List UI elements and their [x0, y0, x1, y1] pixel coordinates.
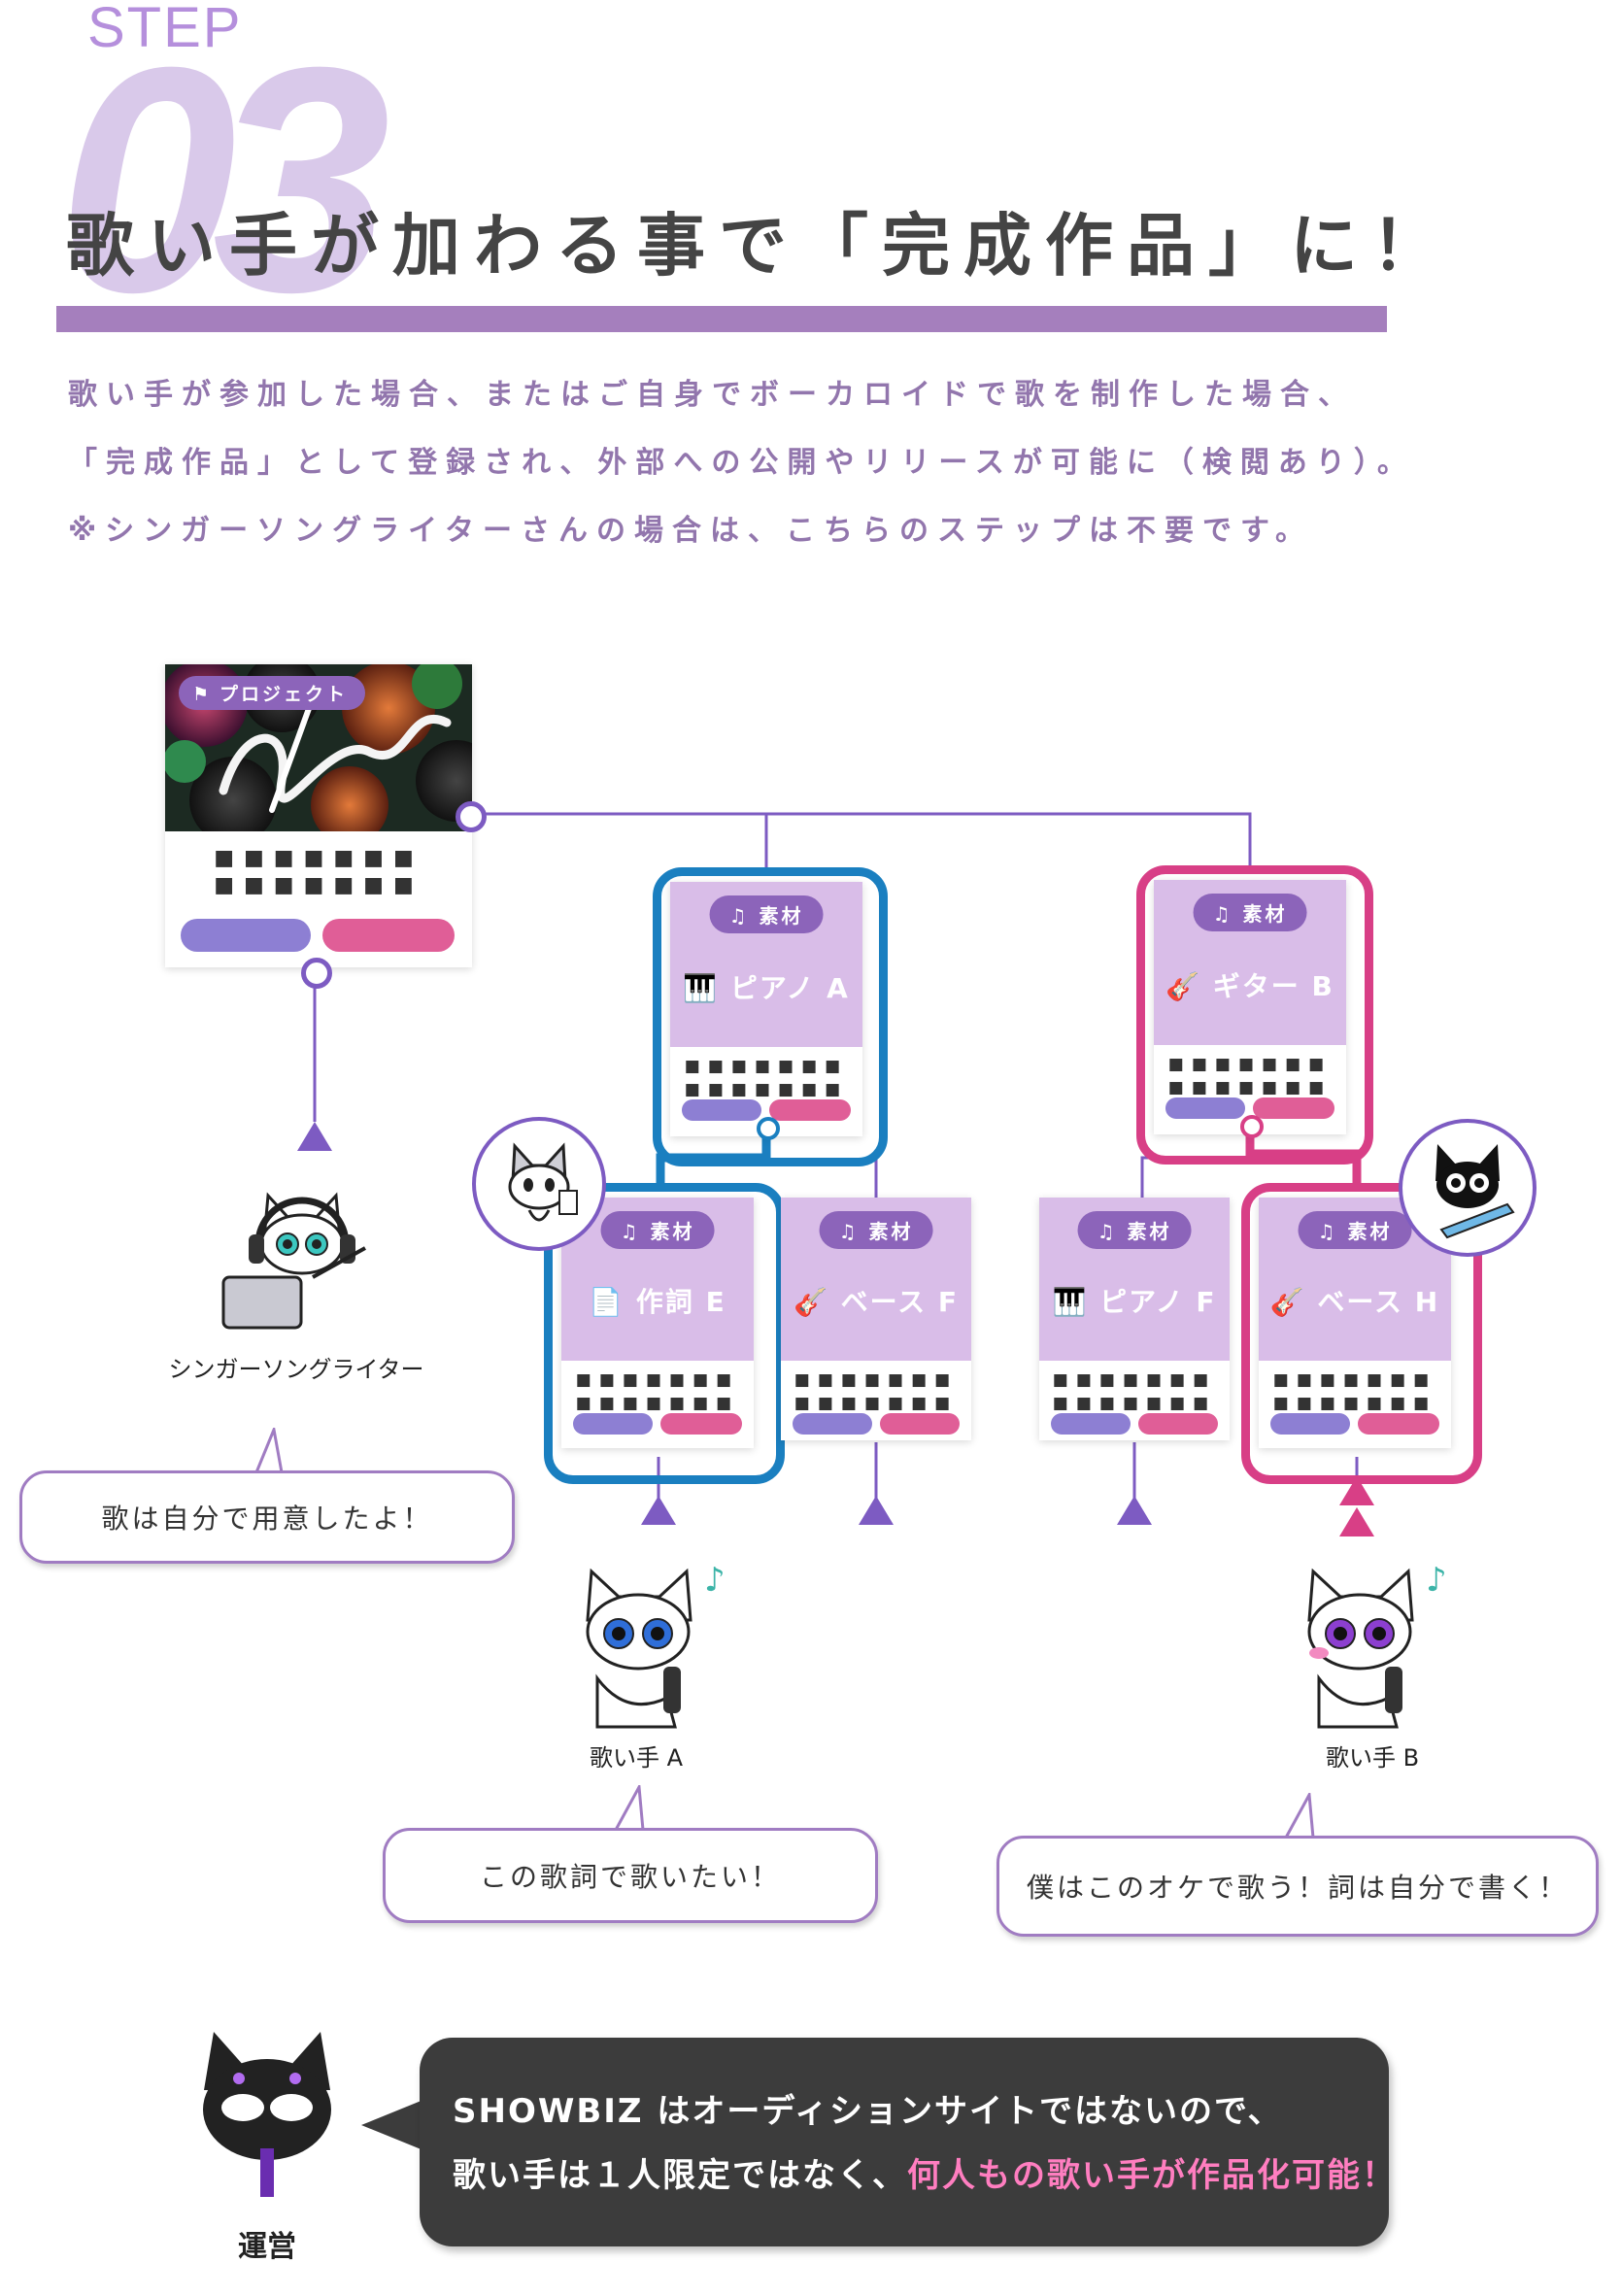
card-pill-pink — [880, 1413, 960, 1435]
card-title: 🎸 ベース H — [1269, 1286, 1440, 1318]
arrow-up-piano-f — [1117, 1496, 1152, 1525]
card-dots: ■■■■■■■ ■■■■■■■ — [1167, 1055, 1333, 1097]
guitar-icon: 🎸 — [1269, 1286, 1306, 1318]
description: 歌い手が参加した場合、またはご自身でボーカロイドで歌を制作した場合、 「完成作品… — [68, 361, 1428, 565]
guitarist-avatar — [1399, 1119, 1537, 1257]
ssw-bubble-tail — [254, 1428, 284, 1473]
card-dots: ■■■■■■■ ■■■■■■■ — [684, 1057, 849, 1099]
card-pill-pink — [769, 1099, 851, 1121]
card-dots: ■■■■■■■ ■■■■■■■ — [1272, 1370, 1437, 1413]
material-card-bass-h[interactable]: ♫ 素材 🎸 ベース H ■■■■■■■ ■■■■■■■ — [1259, 1198, 1451, 1448]
card-title: 🎸 ギター B — [1165, 970, 1334, 1002]
description-line-1: 歌い手が参加した場合、またはご自身でボーカロイドで歌を制作した場合、 — [68, 378, 1356, 412]
material-badge: ♫ 素材 — [1193, 894, 1307, 931]
card-pill-pink — [1358, 1413, 1439, 1435]
guitar-icon: 🎸 — [793, 1286, 829, 1318]
singer-b-label: 歌い手 B — [1325, 1744, 1420, 1772]
operator-speech-bubble: SHOWBIZ はオーディションサイトではないので、 歌い手は１人限定ではなく、… — [420, 2038, 1395, 2246]
material-badge: ♫ 素材 — [1077, 1211, 1192, 1249]
guitar-b-connector — [1240, 1115, 1264, 1138]
singer-a-character: ♪ — [586, 1561, 726, 1729]
ssw-speech-bubble: 歌は自分で用意したよ！ — [19, 1470, 515, 1564]
card-dots: ■■■■■■■ ■■■■■■■ — [794, 1370, 959, 1413]
project-badge-label: プロジェクト — [220, 684, 349, 705]
cat-writer-icon — [508, 1142, 578, 1222]
highlight-frame-lyric-e — [544, 1183, 785, 1484]
material-card-guitar-b[interactable]: ♫ 素材 🎸 ギター B ■■■■■■■ ■■■■■■■ — [1154, 880, 1346, 1134]
card-title: 📄 作詞 E — [589, 1286, 726, 1318]
svg-text:♪: ♪ — [1426, 1561, 1447, 1600]
material-badge: ♫ 素材 — [1298, 1211, 1412, 1249]
arrow-up-bass-h-2 — [1339, 1507, 1374, 1536]
card-pill-blue — [1051, 1413, 1131, 1435]
card-dots: ■■■■■■■ ■■■■■■■ — [1052, 1370, 1217, 1413]
card-pill-blue — [793, 1413, 872, 1435]
material-card-piano-f[interactable]: ♫ 素材 🎹 ピアノ F ■■■■■■■ ■■■■■■■ — [1039, 1198, 1230, 1440]
card-pill-blue — [573, 1413, 653, 1435]
operator-character — [203, 2032, 331, 2197]
material-badge: ♫ 素材 — [600, 1211, 715, 1249]
material-card-bass-f[interactable]: ♫ 素材 🎸 ベース F ■■■■■■■ ■■■■■■■ — [781, 1198, 971, 1440]
project-pill-blue — [181, 919, 311, 952]
singer-a-speech-bubble: この歌詞で歌いたい！ — [383, 1828, 878, 1923]
writer-avatar — [472, 1117, 606, 1251]
guitar-icon: 🎸 — [1165, 970, 1202, 1002]
cat-guitarist-icon — [1435, 1144, 1515, 1239]
card-dots: ■■■■■■■ ■■■■■■■ — [575, 1370, 740, 1413]
singer-b-bubble-tail — [1284, 1793, 1315, 1839]
heading-underline — [56, 306, 1387, 332]
highlight-frame-piano-a — [653, 867, 888, 1166]
document-icon: 📄 — [589, 1286, 625, 1318]
singer-b-speech-bubble: 僕はこのオケで歌う！詞は自分で書く！ — [996, 1836, 1599, 1937]
project-connector-bottom — [301, 958, 332, 989]
flag-icon: ⚑ — [192, 684, 213, 705]
piano-icon: 🎹 — [1052, 1286, 1089, 1318]
svg-text:♪: ♪ — [704, 1561, 726, 1600]
arrow-up-lyric-e — [641, 1496, 676, 1525]
card-pill-pink — [660, 1413, 742, 1435]
project-pill-pink — [322, 919, 455, 952]
material-badge: ♫ 素材 — [819, 1211, 933, 1249]
project-dots: ■■■■■■■ ■■■■■■■ — [214, 846, 423, 897]
step-number: 03 — [58, 0, 390, 358]
card-pill-pink — [1253, 1097, 1334, 1119]
description-line-2: 「完成作品」として登録され、外部への公開やリリースが可能に（検閲あり）。 — [68, 446, 1415, 480]
operator-message-plain: 歌い手は１人限定ではなく、 — [453, 2156, 907, 2195]
highlight-frame-guitar-b — [1136, 865, 1373, 1165]
card-pill-blue — [682, 1099, 761, 1121]
page-title: 歌い手が加わる事で「完成作品」に！ — [66, 206, 1453, 286]
card-pill-blue — [1165, 1097, 1245, 1119]
card-pill-blue — [1270, 1413, 1350, 1435]
operator-bubble-tail — [361, 2100, 423, 2150]
singer-a-speech-text: この歌詞で歌いたい！ — [479, 1861, 781, 1893]
arrow-up-ssw — [297, 1122, 332, 1151]
project-badge: ⚑ プロジェクト — [179, 676, 366, 710]
operator-message-line-2: 歌い手は１人限定ではなく、何人もの歌い手が作品化可能！ — [453, 2148, 1397, 2196]
operator-message-line-1: SHOWBIZ はオーディションサイトではないので、 — [453, 2092, 1283, 2131]
material-card-lyric-e[interactable]: ♫ 素材 📄 作詞 E ■■■■■■■ ■■■■■■■ — [561, 1198, 754, 1448]
card-title: 🎸 ベース F — [793, 1286, 960, 1318]
operator-message-highlight: 何人もの歌い手が作品化可能！ — [907, 2156, 1397, 2195]
singer-a-label: 歌い手 A — [589, 1744, 684, 1772]
card-title: 🎹 ピアノ A — [683, 972, 850, 1004]
step-label: STEP — [87, 0, 243, 59]
project-connector-right — [456, 801, 487, 832]
singer-b-character: ♪ — [1307, 1561, 1447, 1729]
singer-b-speech-text: 僕はこのオケで歌う！詞は自分で書く！ — [1026, 1872, 1569, 1904]
ssw-label: シンガーソングライター — [168, 1356, 424, 1383]
ssw-speech-text: 歌は自分で用意したよ！ — [101, 1503, 433, 1535]
material-card-piano-a[interactable]: ♫ 素材 🎹 ピアノ A ■■■■■■■ ■■■■■■■ — [670, 882, 862, 1136]
operator-label: 運営 — [238, 2230, 296, 2264]
arrow-up-bass-f — [859, 1496, 894, 1525]
material-badge: ♫ 素材 — [709, 895, 824, 933]
project-card[interactable]: ⚑ プロジェクト ■■■■■■■ ■■■■■■■ — [165, 664, 472, 967]
description-line-3: ※シンガーソングライターさんの場合は、こちらのステップは不要です。 — [68, 514, 1313, 548]
piano-icon: 🎹 — [683, 972, 720, 1004]
card-title: 🎹 ピアノ F — [1052, 1286, 1217, 1318]
singer-a-bubble-tail — [614, 1785, 645, 1831]
singer-songwriter-character — [221, 1192, 366, 1330]
piano-a-connector — [757, 1117, 780, 1140]
card-pill-pink — [1138, 1413, 1218, 1435]
arrow-up-bass-h-1 — [1339, 1476, 1374, 1505]
